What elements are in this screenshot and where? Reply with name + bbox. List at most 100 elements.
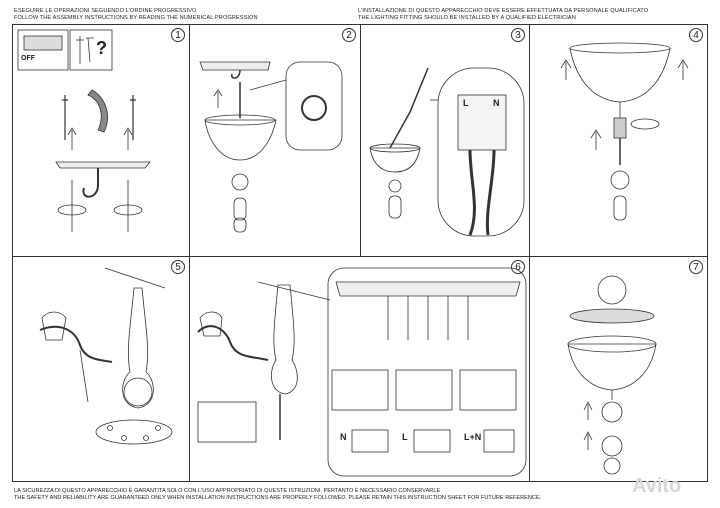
- canopy-3-rim: [369, 143, 421, 153]
- step-number-5: 5: [171, 260, 185, 274]
- up-arrow-7b: [583, 431, 593, 450]
- step5-drawing: [39, 267, 173, 445]
- block-ln: [483, 429, 515, 453]
- canopy-6: [335, 281, 521, 297]
- watermark: Avito: [632, 475, 682, 497]
- step-number-7: 7: [689, 260, 703, 274]
- anchor-right: [130, 95, 136, 140]
- rotate-arrow-right: [113, 204, 143, 216]
- wires-3: [389, 67, 429, 149]
- canopy-rim: [204, 114, 276, 126]
- chain-link-4: [613, 195, 627, 221]
- up-arrow-4c: [590, 129, 602, 150]
- breaker-off-box: [17, 29, 69, 71]
- cable-3: [468, 149, 476, 236]
- drill-icon: [87, 89, 108, 133]
- connector-1: [331, 369, 389, 411]
- bowl-rim-7: [567, 335, 657, 353]
- step4-drawing: [560, 42, 689, 221]
- disk-7: [569, 308, 655, 324]
- up-arrow-4a: [560, 59, 572, 80]
- terminal-block: [457, 94, 507, 151]
- header-left-line2: FOLLOW THE ASSEMBLY INSTRUCTIONS BY READ…: [14, 15, 258, 21]
- glass-body: [122, 287, 154, 409]
- plate-hole-1: [107, 425, 113, 431]
- canopy-3: [369, 147, 421, 173]
- chain-ball: [231, 173, 249, 191]
- canopy-2: [204, 119, 277, 161]
- step-panel-7: [529, 256, 708, 482]
- up-arrow-2: [213, 89, 223, 108]
- question-mark: ?: [96, 38, 107, 58]
- arm-support-5: [79, 349, 89, 403]
- chain-link-2: [233, 217, 247, 233]
- wire-n-label: N: [340, 432, 347, 442]
- header-right-line1: L'INSTALLAZIONE DI QUESTO APPARECCHIO DE…: [358, 8, 649, 14]
- cup-6: [199, 311, 223, 337]
- step-number-2: 2: [342, 28, 356, 42]
- header-left-line1: ESEGUIRE LE OPERAZIONI SEGUENDO L'ORDINE…: [14, 8, 197, 14]
- hook-2: [231, 69, 241, 79]
- terminal-n-label: N: [493, 98, 500, 108]
- connector-3: [459, 369, 517, 411]
- step2-drawing: [199, 61, 343, 233]
- canopy-4: [569, 47, 671, 103]
- rotate-arrow-left: [57, 204, 87, 216]
- wires-6: [387, 296, 469, 340]
- step3-drawing: [369, 67, 525, 237]
- header-right: L'INSTALLAZIONE DI QUESTO APPARECCHIO DE…: [358, 8, 648, 22]
- ball-7a: [601, 401, 623, 423]
- up-arrow-7a: [583, 401, 593, 420]
- anchor-left: [62, 95, 68, 140]
- ball-4: [610, 170, 630, 190]
- chain-link-3: [388, 195, 402, 219]
- header-left: ESEGUIRE LE OPERAZIONI SEGUENDO L'ORDINE…: [14, 8, 258, 22]
- step7-drawing: [567, 275, 657, 475]
- ceiling-plate: [55, 161, 151, 169]
- wire-ln-label: L+N: [464, 432, 482, 442]
- hook-detail: [285, 61, 343, 151]
- rotate-arrow-4: [630, 118, 660, 130]
- plate-5: [95, 419, 173, 445]
- glass-ball: [123, 377, 153, 407]
- step6-drawing: [197, 267, 527, 477]
- tools-box: [69, 29, 113, 71]
- connector-2: [395, 369, 453, 411]
- step-number-6: 6: [511, 260, 525, 274]
- ceiling-hook: [82, 168, 99, 198]
- block-l: [413, 429, 451, 453]
- wiring-detail: [327, 267, 527, 477]
- up-arrow-4b: [677, 59, 689, 80]
- plate-hole-4: [155, 425, 161, 431]
- detail-pointer: [249, 79, 287, 91]
- detail-box-6: [197, 401, 257, 443]
- screws: [71, 180, 129, 232]
- step1-drawing: [17, 29, 151, 232]
- canopy-4-rim: [569, 42, 671, 54]
- chain-ball-3: [388, 179, 402, 193]
- arm-5: [39, 325, 113, 363]
- bowl-7: [567, 343, 657, 391]
- ceiling-line-6: [257, 281, 331, 301]
- step-number-3: 3: [511, 28, 525, 42]
- glass-body-6: [270, 284, 298, 395]
- header-right-line2: THE LIGHTING FITTING SHOULD BE INSTALLED…: [358, 15, 576, 21]
- arm-6: [197, 325, 269, 361]
- screwdriver-icon: [76, 36, 84, 64]
- plug-icon: [86, 37, 94, 63]
- cable-3b: [485, 149, 496, 236]
- up-arrow-left: [67, 127, 77, 150]
- plate-hole-2: [121, 435, 127, 441]
- up-arrow-right: [123, 127, 133, 150]
- breaker-icon: [23, 35, 63, 51]
- step-number-1: 1: [171, 28, 185, 42]
- footer-line1: LA SICUREZZA DI QUESTO APPARECCHIO È GAR…: [14, 488, 441, 494]
- footer: LA SICUREZZA DI QUESTO APPARECCHIO È GAR…: [14, 488, 541, 502]
- wire-l-label: L: [402, 432, 408, 442]
- block-n: [351, 429, 389, 453]
- plate-hole-3: [143, 435, 149, 441]
- ceiling-line-5: [104, 267, 166, 289]
- terminal-l-label: L: [463, 98, 469, 108]
- hook-ring: [301, 95, 327, 121]
